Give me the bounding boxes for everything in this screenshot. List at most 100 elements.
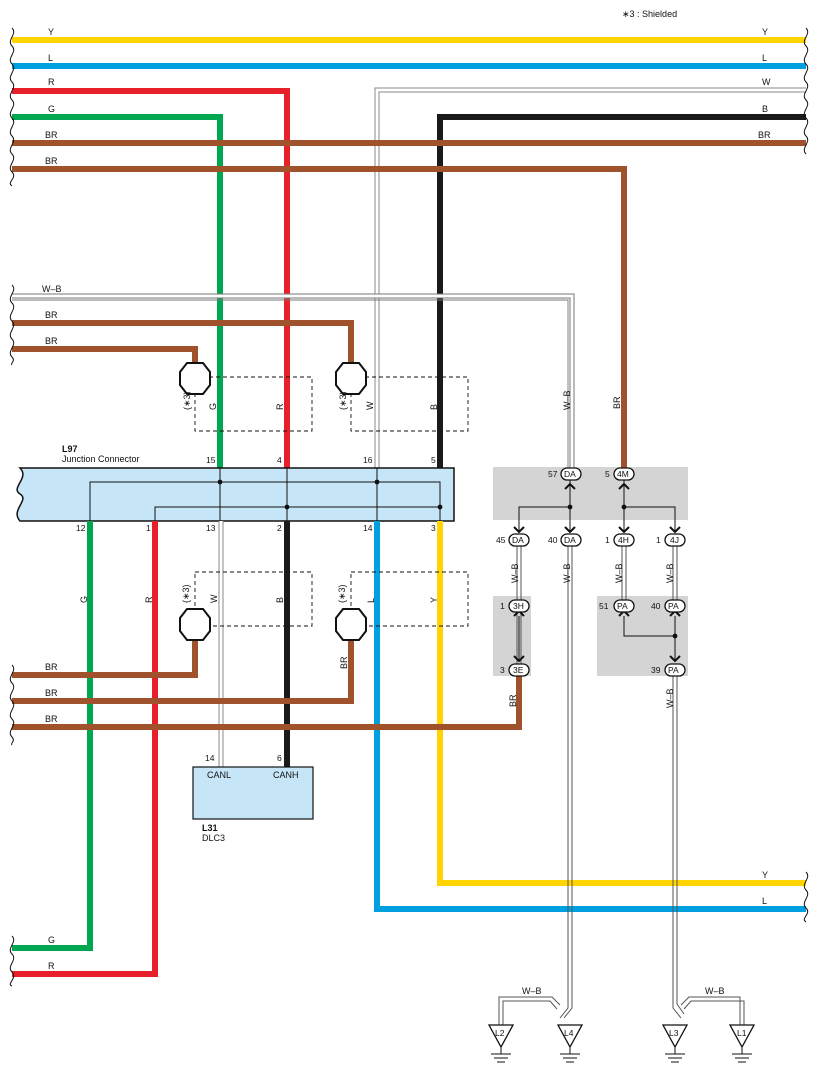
svg-text:DLC3: DLC3 xyxy=(202,833,225,843)
svg-text:W–B: W–B xyxy=(562,563,572,583)
svg-text:L97: L97 xyxy=(62,444,78,454)
svg-text:R: R xyxy=(48,961,55,971)
ground-l1: L1 xyxy=(728,1024,756,1063)
svg-text:L: L xyxy=(48,53,53,63)
svg-text:W–B: W–B xyxy=(665,688,675,708)
svg-text:W–B: W–B xyxy=(510,563,520,583)
wire-w-can: W xyxy=(374,77,806,468)
svg-text:L: L xyxy=(762,896,767,906)
svg-text:BR: BR xyxy=(45,336,58,346)
wire-br-shield-top-right: BR xyxy=(12,310,354,362)
svg-text:14: 14 xyxy=(205,753,215,763)
svg-text:PA: PA xyxy=(668,665,679,675)
svg-text:L3: L3 xyxy=(669,1028,679,1038)
wire-l-top: L L xyxy=(12,53,806,69)
svg-text:Y: Y xyxy=(48,27,54,37)
shield-bottom-right: (∗3) xyxy=(335,571,469,641)
wire-b-canh: B xyxy=(275,521,290,767)
wire-w-canl: W xyxy=(209,521,224,767)
svg-text:4H: 4H xyxy=(618,535,629,545)
svg-text:W: W xyxy=(762,77,771,87)
svg-text:B: B xyxy=(275,597,285,603)
svg-text:W–B: W–B xyxy=(665,563,675,583)
svg-text:L: L xyxy=(366,598,376,603)
svg-text:BR: BR xyxy=(612,396,622,409)
svg-text:R: R xyxy=(144,596,154,603)
svg-text:W–B: W–B xyxy=(42,284,62,294)
svg-text:51: 51 xyxy=(599,601,609,611)
svg-text:(∗3): (∗3) xyxy=(182,391,192,410)
svg-text:3E: 3E xyxy=(513,665,524,675)
svg-text:Y: Y xyxy=(762,27,768,37)
wire-br-4m: BR BR xyxy=(12,156,627,470)
svg-text:Y: Y xyxy=(762,870,768,880)
svg-text:G: G xyxy=(79,596,89,603)
wire-br-bottom-2: BR BR xyxy=(12,640,354,704)
svg-text:Y: Y xyxy=(429,597,439,603)
svg-text:4: 4 xyxy=(277,455,282,465)
svg-text:40: 40 xyxy=(651,601,661,611)
svg-text:CANH: CANH xyxy=(273,770,299,780)
svg-text:BR: BR xyxy=(508,694,518,707)
svg-text:1: 1 xyxy=(656,535,661,545)
wire-y-bottom: Y Y xyxy=(429,521,806,886)
wire-br-bottom-1: BR xyxy=(12,640,198,678)
wire-g-top: G xyxy=(12,104,223,468)
svg-text:BR: BR xyxy=(45,662,58,672)
svg-text:BR: BR xyxy=(45,156,58,166)
svg-text:W–B: W–B xyxy=(562,390,572,410)
svg-text:DA: DA xyxy=(512,535,524,545)
svg-text:R: R xyxy=(275,403,285,410)
svg-text:3H: 3H xyxy=(513,601,524,611)
shield-bottom-left: (∗3) xyxy=(179,571,313,641)
svg-text:(∗3): (∗3) xyxy=(181,584,191,603)
svg-text:13: 13 xyxy=(206,523,216,533)
splice-4m-pa: 4M 5 4H 1 4J 1 PA 51 PA 40 PA 39 W–B W–B… xyxy=(599,467,745,1025)
svg-text:PA: PA xyxy=(668,601,679,611)
svg-text:L1: L1 xyxy=(737,1028,747,1038)
svg-text:2: 2 xyxy=(277,523,282,533)
wire-br-bottom-3e: BR BR xyxy=(12,676,522,730)
svg-text:57: 57 xyxy=(548,469,558,479)
svg-text:15: 15 xyxy=(206,455,216,465)
svg-text:5: 5 xyxy=(605,469,610,479)
ground-l3: L3 xyxy=(661,1024,689,1063)
ground-l4: L4 xyxy=(556,1024,584,1063)
svg-text:L: L xyxy=(762,53,767,63)
wire-r-bottom: R R xyxy=(12,521,158,977)
svg-text:L31: L31 xyxy=(202,823,218,833)
svg-text:G: G xyxy=(48,104,55,114)
svg-text:BR: BR xyxy=(45,310,58,320)
wire-g-bottom: G G xyxy=(12,521,93,951)
wire-y-top: Y Y xyxy=(12,27,806,43)
connector-block-top xyxy=(493,467,688,520)
wire-l-bottom: L L xyxy=(366,521,806,912)
junction-connector-l97: L97 Junction Connector 15 4 16 5 12 1 13… xyxy=(16,444,455,533)
svg-text:1: 1 xyxy=(500,601,505,611)
svg-text:4M: 4M xyxy=(617,469,629,479)
dlc3-l31: 14 6 CANL CANH L31 DLC3 xyxy=(192,753,314,843)
svg-text:1: 1 xyxy=(146,523,151,533)
svg-text:5: 5 xyxy=(431,455,436,465)
svg-text:W: W xyxy=(365,401,375,410)
svg-text:40: 40 xyxy=(548,535,558,545)
svg-text:L4: L4 xyxy=(564,1028,574,1038)
svg-text:BR: BR xyxy=(45,714,58,724)
svg-text:1: 1 xyxy=(605,535,610,545)
svg-text:12: 12 xyxy=(76,523,86,533)
wire-b-top: B xyxy=(437,104,806,468)
wire-wb-shield-top: W–B W–B xyxy=(12,284,575,470)
break-marks xyxy=(9,27,809,987)
svg-text:BR: BR xyxy=(45,688,58,698)
svg-text:W: W xyxy=(209,594,219,603)
svg-text:DA: DA xyxy=(564,469,576,479)
svg-text:G: G xyxy=(48,935,55,945)
svg-text:4J: 4J xyxy=(670,535,679,545)
svg-text:R: R xyxy=(48,77,55,87)
svg-text:Junction Connector: Junction Connector xyxy=(62,454,140,464)
svg-text:L2: L2 xyxy=(495,1028,505,1038)
svg-text:BR: BR xyxy=(339,656,349,669)
wire-br-shield-top-left: BR xyxy=(12,336,198,362)
svg-text:BR: BR xyxy=(45,130,58,140)
